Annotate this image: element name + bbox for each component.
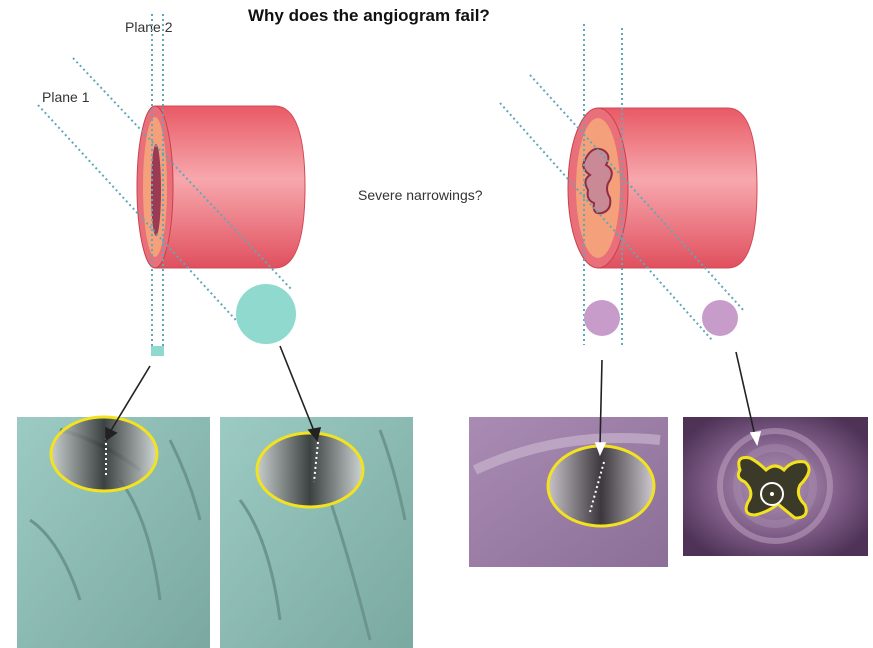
right-vessel [568,108,757,268]
ivus-panel [683,417,868,556]
parallel-plane-cross-section [584,300,620,336]
right-cross-sections [584,300,738,336]
angio-panel-3 [469,417,668,567]
angio-panel-2 [220,417,413,648]
left-cross-sections [151,284,296,356]
plane-2-cross-section [151,346,164,356]
angio-panel-1 [17,417,210,648]
plane-1-cross-section [236,284,296,344]
oblique-plane-cross-section [702,300,738,336]
